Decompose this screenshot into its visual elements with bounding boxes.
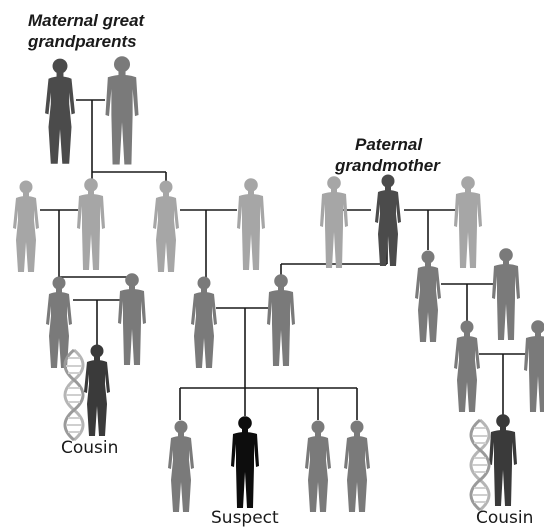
paternal-label-line-2: grandmother [335, 155, 440, 176]
maternal-label-line-1: Maternal great [28, 10, 144, 31]
person-icon [344, 421, 370, 513]
dna-helix-icon [471, 420, 489, 510]
person-icon [375, 175, 401, 267]
person-icon [168, 421, 194, 513]
person-icon [489, 414, 517, 506]
person-icon [492, 248, 520, 340]
maternal-great-grandparents-label: Maternal great grandparents [28, 10, 144, 52]
person-icon [105, 56, 138, 164]
dna-helix-icon [65, 350, 83, 440]
person-icon [153, 181, 179, 273]
person-icon [454, 321, 480, 413]
person-icon [191, 277, 217, 369]
suspect-label: Suspect [211, 508, 279, 528]
person-icon [237, 178, 265, 270]
paternal-grandmother-label: Paternal grandmother [335, 134, 440, 176]
paternal-label-line-1: Paternal [355, 134, 440, 155]
person-icon [267, 274, 295, 366]
cousin-label-right: Cousin [476, 508, 533, 528]
person-icon [320, 176, 348, 268]
person-icon [84, 345, 110, 437]
person-icon [305, 421, 331, 513]
person-icon [454, 176, 482, 268]
person-icon [45, 59, 75, 164]
person-icon [231, 416, 259, 508]
maternal-label-line-2: grandparents [28, 31, 144, 52]
cousin-label-left: Cousin [61, 438, 118, 458]
person-icon [118, 273, 146, 365]
person-icon [77, 178, 105, 270]
person-icon [524, 320, 544, 412]
person-icon [415, 251, 441, 343]
person-icon [13, 181, 39, 273]
